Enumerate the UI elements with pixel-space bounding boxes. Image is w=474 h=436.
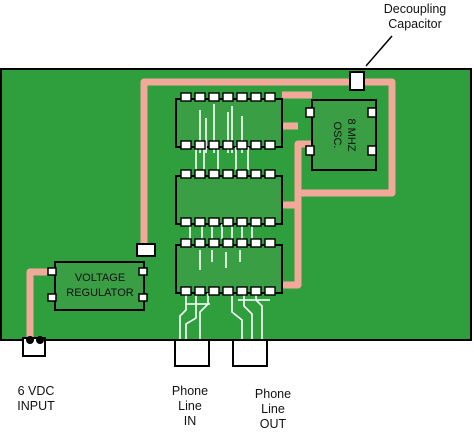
ic-pin: [222, 92, 234, 102]
voltage-regulator: VOLTAGE REGULATOR: [47, 261, 148, 311]
ic-chip-2: [175, 175, 283, 225]
ic-pin: [222, 286, 234, 296]
ic-pin: [250, 169, 262, 179]
ic-pin: [222, 140, 234, 150]
ic-pin: [180, 92, 192, 102]
ic-pin: [222, 169, 234, 179]
phone-jack-in: [174, 339, 210, 367]
ic-pin: [236, 92, 248, 102]
phone-line-out-label: Phone Line OUT: [238, 387, 308, 432]
decoupling-label-line-2: Capacitor: [388, 17, 442, 31]
oscillator-label-2: OSC.: [331, 122, 343, 149]
ic-pin: [208, 92, 220, 102]
interconnect-trace: [186, 299, 270, 305]
ic-pin: [264, 140, 276, 150]
ic-pin: [250, 92, 262, 102]
ic-pins: [180, 92, 276, 296]
ic-pin: [208, 169, 220, 179]
ic-pin: [194, 238, 206, 248]
ic-pin: [208, 238, 220, 248]
decoupling-capacitor: [349, 71, 365, 91]
line-out-label-line-3: OUT: [259, 417, 287, 431]
ic-pin: [250, 238, 262, 248]
interconnect-trace: [189, 224, 253, 239]
decoupling-leader-line: [365, 35, 393, 67]
power-input-jack: [22, 336, 46, 357]
ic-pin: [250, 140, 262, 150]
ic-pin: [180, 286, 192, 296]
ic-pin: [194, 169, 206, 179]
line-in-label-line-1: Phone: [171, 384, 209, 398]
oscillator-label-1: 8 MHZ: [345, 119, 357, 152]
ic-pin: [208, 217, 220, 227]
regulator-label-2: REGULATOR: [66, 287, 133, 299]
ic-pin: [194, 217, 206, 227]
ic-pin: [194, 286, 206, 296]
ic-pin: [250, 217, 262, 227]
ic-pin: [236, 169, 248, 179]
line-out-label-line-1: Phone: [254, 387, 292, 401]
regulator-label-1: VOLTAGE: [75, 272, 125, 284]
phone-jack-out: [232, 339, 268, 367]
regulator-capacitor: [136, 243, 156, 257]
ic-pin: [180, 238, 192, 248]
ic-pin: [222, 217, 234, 227]
line-out-label-line-2: Line: [261, 402, 285, 416]
ic-pin: [250, 286, 262, 296]
ic-chip-3: [175, 244, 283, 294]
phone-line-in-label: Phone Line IN: [155, 384, 225, 429]
chip-interconnects: [179, 104, 270, 340]
ic-pin: [180, 169, 192, 179]
line-in-label-line-2: Line: [178, 399, 202, 413]
ic-pin: [236, 286, 248, 296]
ic-pin: [236, 238, 248, 248]
ic-pin: [264, 238, 276, 248]
ic-pin: [222, 238, 234, 248]
line-in-label-line-3: IN: [183, 414, 197, 428]
oscillator-module: 8 MHZ OSC.: [305, 99, 377, 171]
ic-pin: [180, 140, 192, 150]
decoupling-label-line-1: Decoupling: [383, 2, 447, 16]
ic-pin: [194, 140, 206, 150]
decoupling-capacitor-label: Decoupling Capacitor: [360, 2, 470, 32]
interconnect-trace: [199, 104, 243, 153]
ic-pin: [236, 217, 248, 227]
input-label: 6 VDC INPUT: [4, 384, 68, 414]
ic-pin: [236, 140, 248, 150]
input-label-line-1: 6 VDC: [17, 384, 55, 398]
ic-pin: [208, 286, 220, 296]
ic-chip-1: [175, 98, 283, 148]
ic-pin: [194, 92, 206, 102]
ic-pin: [264, 92, 276, 102]
ic-pin: [264, 217, 276, 227]
input-label-line-2: INPUT: [17, 399, 55, 413]
interconnect-trace: [199, 250, 241, 270]
ic-pin: [180, 217, 192, 227]
ic-pin: [264, 169, 276, 179]
interconnect-trace: [195, 147, 249, 170]
interconnect-trace: [179, 293, 209, 340]
ic-pin: [208, 140, 220, 150]
ic-pin: [264, 286, 276, 296]
